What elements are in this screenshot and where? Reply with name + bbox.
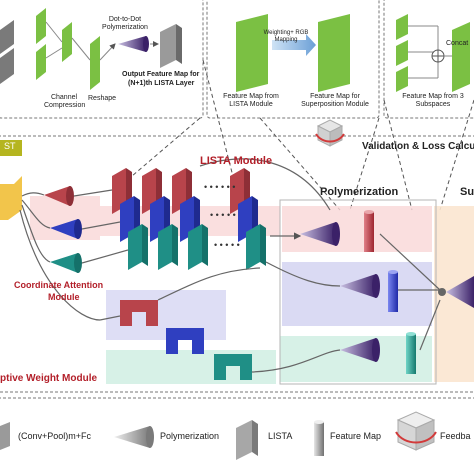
polymerization-title: Polymerization: [320, 186, 399, 198]
validation-label: Validation & Loss Calcu: [362, 141, 474, 152]
inset3-graphics: [396, 14, 470, 92]
bg-blue-right: [282, 262, 432, 326]
polymerization-frame: [279, 199, 437, 385]
legend-lista: LISTA: [268, 431, 293, 441]
output-label-line2: (N+1)th LISTA Layer: [128, 80, 195, 87]
feature-map-from-subspaces-label: Feature Map from 3 Subspaces: [402, 93, 464, 108]
lista-module-title: LISTA Module: [200, 155, 273, 167]
feature-map-from-lista-label: Feature Map from LISTA Module: [223, 93, 279, 108]
polymerization-cones: [300, 222, 380, 362]
feedback-cube-icon: [315, 119, 345, 147]
coordinate-attention-line1: Coordinate Attention: [14, 280, 104, 290]
adaptive-weight-module-title: ptive Weight Module: [0, 373, 98, 384]
lista-blocks: • • • • • • • • • • • • • • • •: [112, 168, 266, 270]
bg-red-right: [282, 206, 432, 252]
flow-lines: [19, 158, 441, 373]
input-block: [0, 176, 22, 220]
feature-map-for-superposition-label: Feature Map for Superposition Module: [301, 93, 369, 108]
svg-text:• • • • •: • • • • •: [214, 240, 240, 250]
legend-graphics: [0, 411, 437, 460]
concat-label: Concat: [446, 40, 469, 47]
inset1-graphics: [0, 8, 182, 90]
coordinate-attention-line2: Module: [48, 292, 80, 302]
inset-connectors: [117, 59, 474, 211]
st-label: ST: [4, 141, 16, 151]
channel-compression-label: Channel Compression: [44, 94, 86, 109]
st-tag: [0, 140, 22, 156]
summation-section: [438, 276, 474, 308]
legend-conv-pool-fc: (Conv+Pool)m+Fc: [18, 431, 92, 441]
weighting-label: Weighting+ RGB Mapping: [263, 30, 309, 43]
output-label-line1: Output Feature Map for: [122, 71, 200, 78]
svg-text:• • • • • •: • • • • • •: [204, 182, 235, 192]
legend-feedback: Feedba: [440, 431, 471, 441]
su-title: Su: [460, 186, 474, 198]
dot-to-dot-label: Dot-to-Dot Polymerization: [102, 16, 148, 31]
attention-cones: [44, 186, 82, 273]
legend-feature-map: Feature Map: [330, 431, 382, 441]
legend-polymerization: Polymerization: [160, 431, 220, 441]
reshape-label: Reshape: [88, 95, 117, 102]
inset2-graphics: [236, 14, 350, 92]
svg-text:• • • • •: • • • • •: [210, 210, 236, 220]
adaptive-weight-arches: [120, 300, 252, 380]
feature-map-cylinders: [364, 210, 416, 374]
